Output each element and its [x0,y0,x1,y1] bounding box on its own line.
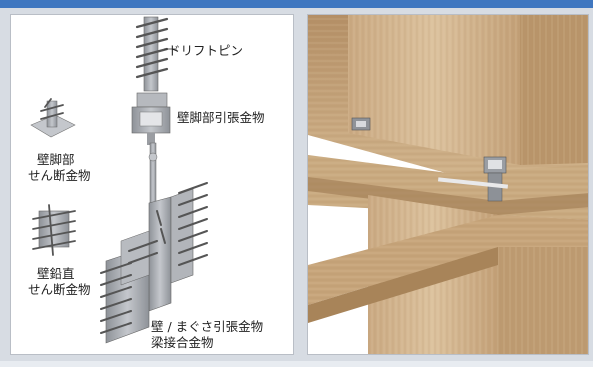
clt-render-panel [307,14,589,355]
steel-plate [437,177,509,189]
label-wall-base-tension: 壁脚部引張金物 [177,110,265,125]
wall-base-tension-hardware [131,92,171,145]
label-wall-vertical-shear-1: 壁鉛直 [37,266,75,281]
connector-upper [351,117,371,131]
top-accent-bar [0,0,593,8]
drift-pin-plate [135,16,169,92]
anchor-rod [149,142,157,204]
hardware-diagram-panel: ドリフトピン 壁脚部引張金物 壁脚部 せん断金物 壁鉛直 せん断金物 壁 / ま… [10,14,294,355]
label-wall-vertical-shear-2: せん断金物 [28,282,91,297]
hardware-diagram-svg [30,16,208,344]
label-wall-base-shear-1: 壁脚部 [37,152,75,167]
wall-vertical-shear-hardware [32,204,76,256]
wall-beam-connector-hardware [100,182,208,344]
label-drift-pin: ドリフトピン [168,43,244,58]
connector-middle [483,156,507,202]
label-wall-base-shear-2: せん断金物 [28,168,91,183]
wall-base-shear-hardware [30,98,76,138]
bottom-strip [0,361,593,367]
label-wall-beam-1: 壁 / まぐさ引張金物 [151,319,264,334]
clt-render-svg [308,15,588,354]
label-wall-beam-2: 梁接合金物 [151,335,214,350]
